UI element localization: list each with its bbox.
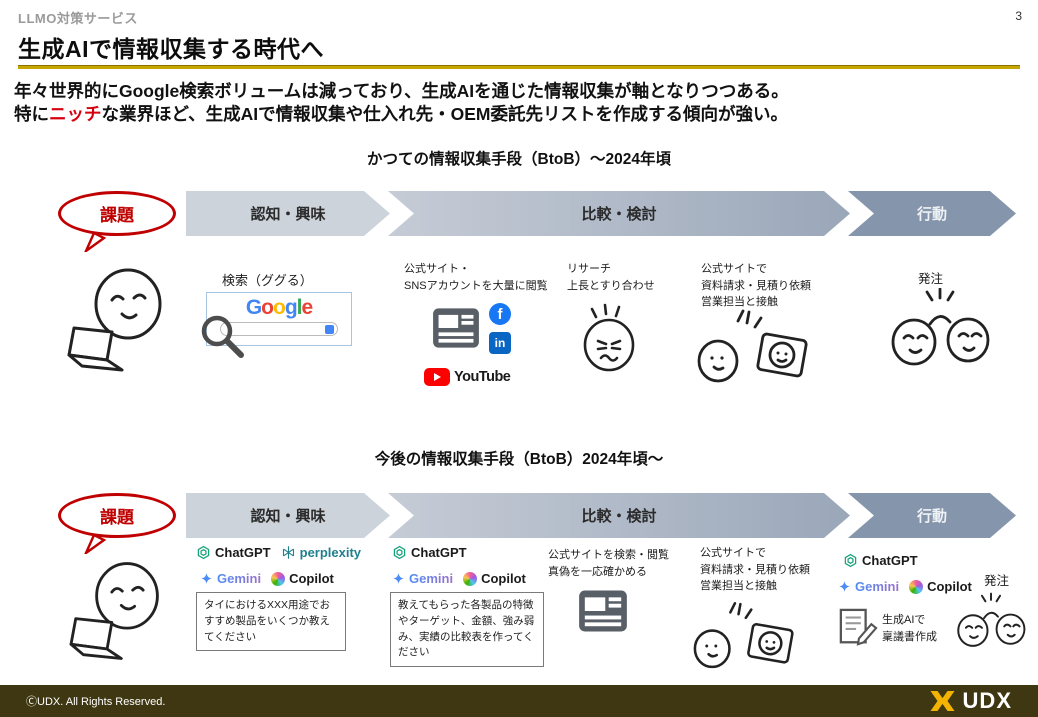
past-stage-comparison: 比較・検討 <box>388 191 850 236</box>
document-pen-icon <box>839 608 878 646</box>
facebook-icon: f <box>489 303 511 325</box>
future-action-logos-row2: Gemini Copilot <box>838 579 972 594</box>
chatgpt-logo: ChatGPT <box>843 553 918 568</box>
google-letter: g <box>284 296 298 319</box>
intro-highlight: ニッチ <box>49 104 102 125</box>
past-section-heading: かつての情報収集手段（BtoB）～2024年頃 <box>367 151 671 168</box>
news-site-icon <box>433 308 479 348</box>
past-research-note: リサーチ 上長とすり合わせ <box>567 263 655 292</box>
past-stage-action: 行動 <box>848 191 1016 236</box>
copilot-label: Copilot <box>927 579 972 594</box>
past-search-label: 検索（ググる） <box>222 273 313 288</box>
future-comparison-logos-row2: Gemini Copilot <box>392 571 526 586</box>
udx-logo: UDX <box>929 688 1012 714</box>
future-approval-note: 生成AIで 稟議書作成 <box>882 614 937 643</box>
perplexity-label: perplexity <box>299 545 362 560</box>
chatgpt-label: ChatGPT <box>215 545 271 560</box>
copilot-icon <box>909 579 924 594</box>
future-bubble-tail <box>84 534 107 554</box>
past-contact-note: 公式サイトで 資料請求・見積り依頼 営業担当と接触 <box>701 263 811 308</box>
future-section-heading: 今後の情報収集手段（BtoB）2024年頃～ <box>374 451 664 468</box>
gemini-icon <box>201 573 212 584</box>
copilot-label: Copilot <box>481 571 526 586</box>
past-issue-bubble: 課題 <box>58 191 176 236</box>
highfive-doodle <box>891 288 990 366</box>
chatgpt-label: ChatGPT <box>862 553 918 568</box>
title-underline <box>18 66 1020 69</box>
youtube-play-icon <box>424 368 450 386</box>
gemini-label: Gemini <box>409 571 454 586</box>
intro-line1: 年々世界的にGoogle検索ボリュームは減っており、生成AIを通じた情報収集が軸… <box>14 81 789 101</box>
footer-bar: ⒸUDX. All Rights Reserved. UDX <box>0 685 1038 717</box>
gemini-label: Gemini <box>855 579 900 594</box>
intro-line2-pre: 特に <box>14 104 49 125</box>
meeting-tablet-doodle <box>693 602 794 669</box>
future-awareness-logos-row1: ChatGPT perplexity <box>196 545 361 560</box>
past-bubble-tail <box>84 232 107 252</box>
gemini-logo: Gemini <box>392 571 453 586</box>
google-letter: e <box>301 296 313 319</box>
youtube-logo: YouTube <box>424 368 511 386</box>
highfive-doodle <box>957 592 1026 647</box>
past-browse-note: 公式サイト・ SNSアカウントを大量に閲覧 <box>404 263 548 292</box>
magnifier-icon <box>201 315 244 358</box>
chatgpt-icon <box>197 545 210 560</box>
udx-logo-text: UDX <box>962 688 1012 713</box>
copilot-logo: Copilot <box>909 579 972 594</box>
gemini-icon <box>839 581 850 592</box>
confused-face-doodle <box>583 303 635 372</box>
news-site-icon <box>579 590 627 632</box>
person-laptop-doodle <box>69 562 159 660</box>
copilot-icon <box>271 571 286 586</box>
perplexity-logo: perplexity <box>281 545 361 560</box>
chatgpt-logo: ChatGPT <box>196 545 271 560</box>
google-letter: G <box>245 296 262 319</box>
page-number: 3 <box>1015 9 1022 23</box>
future-stage-comparison: 比較・検討 <box>388 493 850 538</box>
google-letter: o <box>272 296 286 319</box>
future-order-label: 発注 <box>984 574 1010 588</box>
linkedin-icon: in <box>489 332 511 354</box>
future-contact-note: 公式サイトで 資料請求・見積り依頼 営業担当と接触 <box>700 547 810 592</box>
google-letter: o <box>261 296 274 319</box>
chatgpt-logo: ChatGPT <box>392 545 467 560</box>
intro-text: 年々世界的にGoogle検索ボリュームは減っており、生成AIを通じた情報収集が軸… <box>14 80 1030 127</box>
future-comparison-prompt: 教えてもらった各製品の特徴やターゲット、金額、強み弱み、実績の比較表を作ってくだ… <box>390 592 544 667</box>
gemini-icon <box>393 573 404 584</box>
copyright-text: ⒸUDX. All Rights Reserved. <box>26 696 166 708</box>
service-label: LLMO対策サービス <box>18 11 138 26</box>
google-logo: Google <box>245 296 313 319</box>
google-letter: l <box>296 296 303 319</box>
past-stage-awareness: 認知・興味 <box>186 191 390 236</box>
copilot-logo: Copilot <box>463 571 526 586</box>
udx-x-icon <box>930 691 955 711</box>
intro-line2-post: な業界ほど、生成AIで情報収集や仕入れ先・OEM委託先リストを作成する傾向が強い… <box>101 104 789 125</box>
google-search-input <box>220 322 338 337</box>
page-title: 生成AIで情報収集する時代へ <box>18 36 324 62</box>
copilot-label: Copilot <box>289 571 334 586</box>
search-button-icon <box>325 324 334 334</box>
future-action-logos-row1: ChatGPT <box>843 553 918 568</box>
future-verify-note: 公式サイトを検索・閲覧 真偽を一応確かめる <box>548 549 669 578</box>
meeting-tablet-doodle <box>697 309 808 383</box>
future-stage-action: 行動 <box>848 493 1016 538</box>
future-awareness-prompt: タイにおけるXXX用途でおすすめ製品をいくつか教えてください <box>196 592 346 652</box>
future-awareness-logos-row2: Gemini Copilot <box>200 571 334 586</box>
future-issue-bubble: 課題 <box>58 493 176 538</box>
chatgpt-icon <box>393 545 406 560</box>
gemini-logo: Gemini <box>838 579 899 594</box>
person-laptop-doodle <box>67 268 162 372</box>
future-stage-awareness: 認知・興味 <box>186 493 390 538</box>
copilot-icon <box>463 571 478 586</box>
chatgpt-label: ChatGPT <box>411 545 467 560</box>
copilot-logo: Copilot <box>271 571 334 586</box>
future-comparison-logos-row1: ChatGPT <box>392 545 467 560</box>
perplexity-icon <box>282 546 294 559</box>
youtube-label: YouTube <box>454 369 511 385</box>
chatgpt-icon <box>844 553 857 568</box>
gemini-logo: Gemini <box>200 571 261 586</box>
past-order-label: 発注 <box>918 272 944 286</box>
gemini-label: Gemini <box>217 571 262 586</box>
